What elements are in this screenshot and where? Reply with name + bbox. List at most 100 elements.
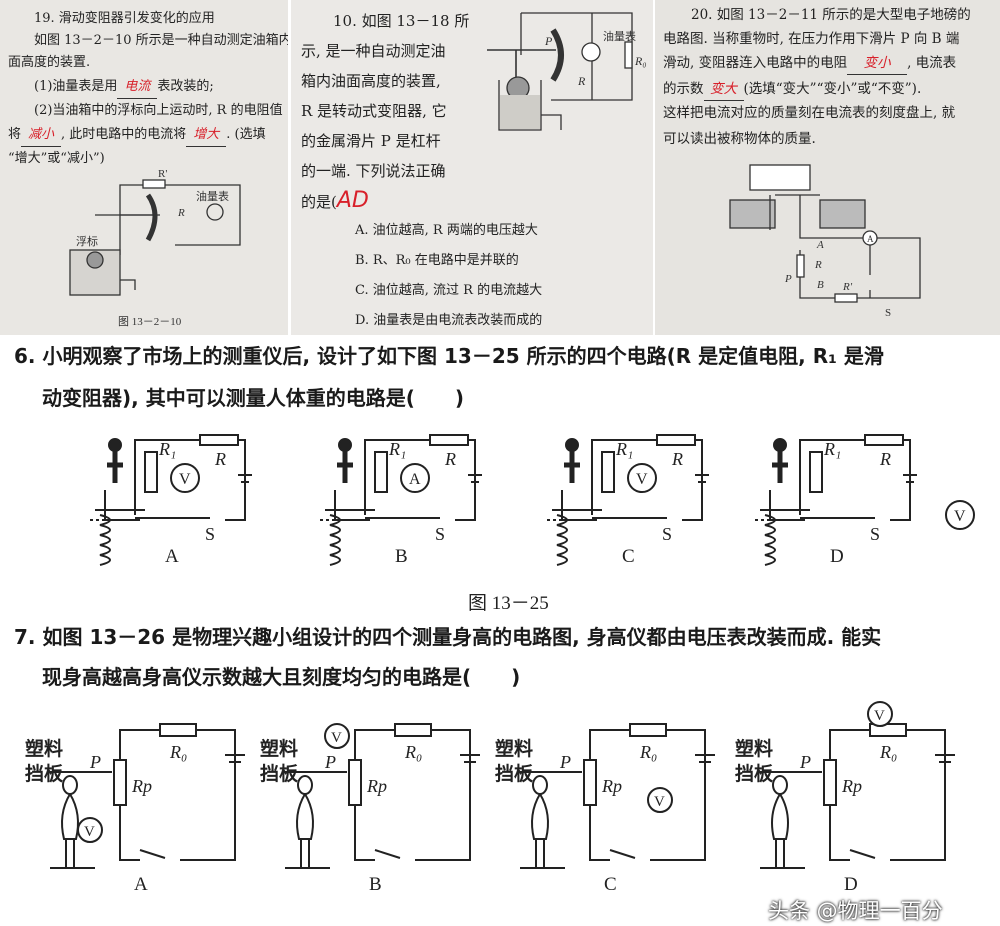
meter-label: V xyxy=(654,794,665,810)
label-float: 浮标 xyxy=(76,234,98,248)
person-icon xyxy=(285,793,330,869)
meter-icon xyxy=(945,500,975,530)
handwritten-answer: 增大 xyxy=(186,124,227,147)
label-rp: Rp xyxy=(131,776,152,796)
label-r1: R₁ xyxy=(823,439,841,459)
meter-label: V xyxy=(331,730,342,746)
question-10-panel: 10. 如图 13－18 所 示, 是一种自动测定油 箱内油面高度的装置, R … xyxy=(291,0,653,335)
person-head-icon xyxy=(772,775,788,795)
q20-line: 20. 如图 13－2－11 所示的是大型电子地磅的 xyxy=(691,7,971,23)
label-plate-1: 塑料 xyxy=(260,737,298,760)
person-head-icon xyxy=(565,438,579,452)
resistor-r-icon xyxy=(199,434,239,446)
q20-line: 这样把电流对应的质量刻在电流表的刻度盘上, 就 xyxy=(663,105,956,121)
label-r: R xyxy=(879,449,891,469)
label-plate-1: 塑料 xyxy=(25,737,63,760)
wire xyxy=(799,439,911,521)
rheostat-rp-icon xyxy=(823,759,837,806)
meter-icon xyxy=(627,463,657,493)
label-plate-1: 塑料 xyxy=(495,737,533,760)
q7-line: 现身高越高身高仪示数越大且刻度均匀的电路是( ) xyxy=(42,665,521,689)
q10-line: R 是转动式变阻器, 它 xyxy=(301,102,447,120)
q10-line: 的是(AD xyxy=(301,186,369,217)
rheostat-r1-icon xyxy=(809,451,823,493)
wire xyxy=(119,729,236,861)
wire xyxy=(591,439,703,521)
person-icon xyxy=(520,793,565,869)
spring-icon xyxy=(556,514,568,566)
circuit-label: D xyxy=(830,546,844,567)
q19-line: 面高度的装置. xyxy=(8,55,91,70)
battery-icon xyxy=(460,754,480,763)
rheostat-icon xyxy=(145,193,158,242)
wire xyxy=(364,439,476,521)
label-plate-2: 挡板 xyxy=(25,762,64,785)
meter-label: V xyxy=(636,471,648,488)
lever xyxy=(95,214,155,255)
oil-gauge-diagram: R' 油量表 R 浮标 图 13－2－10 xyxy=(69,168,241,328)
rheostat-rp-icon xyxy=(348,759,362,806)
handwritten-answer: 变小 xyxy=(847,52,908,75)
resistor-icon xyxy=(142,179,166,189)
person-icon xyxy=(107,451,123,483)
person-icon xyxy=(50,793,95,869)
label-meter: 油量表 xyxy=(196,189,229,203)
label-r0: R₀ xyxy=(169,742,187,762)
resistor-r-icon xyxy=(864,434,904,446)
label-plate-2: 挡板 xyxy=(735,762,774,785)
meter-label: V xyxy=(874,708,885,724)
text: 滑动, 变阻器连入电路中的电阻 xyxy=(663,55,848,71)
battery-icon xyxy=(935,754,955,763)
text: , 此时电路中的电流将 xyxy=(61,127,187,142)
meter-icon xyxy=(170,463,200,493)
q7-line: 7. 如图 13－26 是物理兴趣小组设计的四个测量身高的电路图, 身高仪都由电… xyxy=(14,625,882,649)
float-icon xyxy=(86,251,104,269)
person-head-icon xyxy=(773,438,787,452)
handwritten-answer: 变大 xyxy=(703,78,744,101)
text: 的是( xyxy=(301,193,337,211)
label-a: A xyxy=(816,239,824,251)
rheostat-icon xyxy=(550,28,564,82)
circuit-label: B xyxy=(395,546,408,567)
meter-label: A xyxy=(409,471,421,488)
q19-line: 如图 13－2－10 所示是一种自动测定油箱内油 xyxy=(34,33,288,48)
text: (选填“变大”“变小”或“不变”). xyxy=(743,81,922,97)
person-icon xyxy=(564,451,580,483)
label-r-prime: R' xyxy=(842,281,853,293)
text: , 电流表 xyxy=(907,55,957,71)
truck-icon xyxy=(749,164,811,191)
weighbridge-diagram: A A R B P R' S xyxy=(729,164,921,319)
label-s: S xyxy=(662,524,672,544)
watermark: 头条 @物理一百分 xyxy=(768,899,943,923)
battery-icon xyxy=(695,474,709,483)
circuit-label: D xyxy=(844,874,858,895)
person-icon xyxy=(337,451,353,483)
label-r: R xyxy=(671,449,683,469)
label-meter: 油量表 xyxy=(603,29,636,43)
label-s: S xyxy=(205,524,215,544)
label-r: R xyxy=(214,449,226,469)
wire xyxy=(354,729,471,861)
q20-line: 滑动, 变阻器连入电路中的电阻变小, 电流表 xyxy=(663,52,956,75)
circuit-label: A xyxy=(134,874,148,895)
meter-icon xyxy=(206,203,224,221)
meter-label: V xyxy=(84,824,95,840)
person-head-icon xyxy=(338,438,352,452)
label-r: R xyxy=(577,74,586,88)
voltmeter-icon xyxy=(77,817,103,843)
resistor-r-icon xyxy=(429,434,469,446)
label-s: S xyxy=(870,524,880,544)
q20-line: 电路图. 当称重物时, 在压力作用下滑片 P 向 B 端 xyxy=(663,31,960,47)
label-r0: R₀ xyxy=(639,742,657,762)
text: 将 xyxy=(8,127,22,142)
voltmeter-icon xyxy=(324,723,350,749)
question-20-panel: 20. 如图 13－2－11 所示的是大型电子地磅的 电路图. 当称重物时, 在… xyxy=(655,0,1000,335)
label-rp: Rp xyxy=(841,776,862,796)
battery-icon xyxy=(468,474,482,483)
option-b: B. R、R₀ 在电路中是并联的 xyxy=(355,253,519,268)
